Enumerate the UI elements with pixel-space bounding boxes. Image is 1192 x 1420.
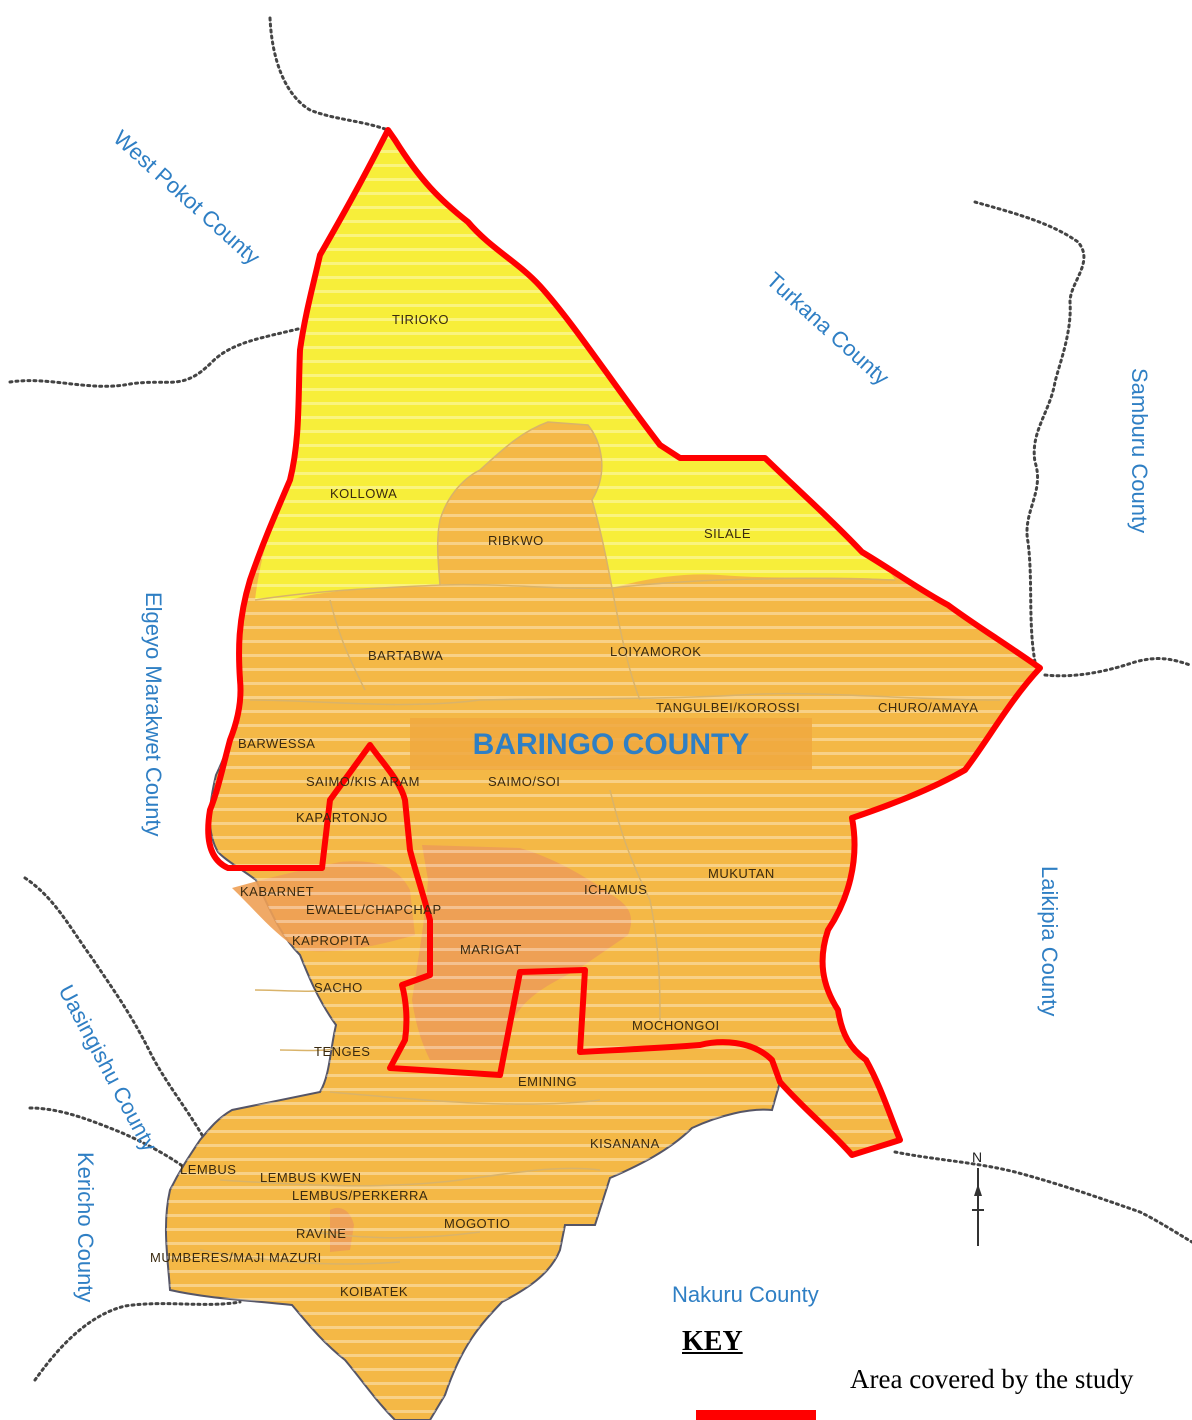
ward-label: EMINING bbox=[518, 1074, 577, 1089]
ward-label: BARTABWA bbox=[368, 648, 443, 663]
ward-label: SAIMO/KIS ARAM bbox=[306, 774, 420, 789]
key-red-line-swatch bbox=[696, 1410, 816, 1420]
ward-labels: TIRIOKO KOLLOWA RIBKWO SILALE BARTABWA L… bbox=[150, 312, 978, 1299]
ward-label: KAPARTONJO bbox=[296, 810, 388, 825]
ward-label: LOIYAMOROK bbox=[610, 644, 701, 659]
neighbor-boundaries bbox=[8, 16, 1192, 1382]
main-county-label: BARINGO COUNTY bbox=[473, 728, 750, 761]
ward-label: RIBKWO bbox=[488, 533, 544, 548]
ward-label: KOIBATEK bbox=[340, 1284, 408, 1299]
ward-label: TANGULBEI/KOROSSI bbox=[656, 700, 800, 715]
ward-boundaries bbox=[199, 421, 1001, 1265]
north-arrow-label: N bbox=[972, 1149, 982, 1165]
neighbor-label-samburu: Samburu County bbox=[1127, 368, 1152, 533]
neighbor-label-kericho: Kericho County bbox=[73, 1152, 98, 1302]
ward-label: SAIMO/SOI bbox=[488, 774, 560, 789]
ward-label: MARIGAT bbox=[460, 942, 522, 957]
ward-label: SACHO bbox=[314, 980, 363, 995]
ward-label: KOLLOWA bbox=[330, 486, 397, 501]
north-arrow-icon: N bbox=[972, 1149, 984, 1246]
ward-label: TIRIOKO bbox=[392, 312, 449, 327]
study-area-boundary bbox=[205, 127, 1043, 1158]
ward-label: RAVINE bbox=[296, 1226, 346, 1241]
ward-label: TENGES bbox=[314, 1044, 370, 1059]
ward-label: MOCHONGOI bbox=[632, 1018, 720, 1033]
key-item-label: Area covered by the study bbox=[850, 1364, 1134, 1394]
ward-label: KABARNET bbox=[240, 884, 314, 899]
ward-label: KISANANA bbox=[590, 1136, 660, 1151]
neighbor-label-turkana: Turkana County bbox=[762, 267, 894, 390]
neighbor-label-uasingishu: Uasingishu County bbox=[54, 981, 163, 1156]
ward-label: MUMBERES/MAJI MAZURI bbox=[150, 1250, 322, 1265]
neighbor-label-nakuru: Nakuru County bbox=[672, 1282, 819, 1307]
ward-label: ICHAMUS bbox=[584, 882, 647, 897]
ward-label: BARWESSA bbox=[238, 736, 315, 751]
ward-label: CHURO/AMAYA bbox=[878, 700, 978, 715]
ward-label: LEMBUS bbox=[180, 1162, 236, 1177]
ward-label: MUKUTAN bbox=[708, 866, 775, 881]
ward-label: MOGOTIO bbox=[444, 1216, 510, 1231]
neighbor-label-laikipia: Laikipia County bbox=[1037, 866, 1062, 1016]
ward-label: LEMBUS/PERKERRA bbox=[292, 1188, 428, 1203]
neighbor-label-elgeyo: Elgeyo Marakwet County bbox=[141, 592, 166, 837]
ward-label: EWALEL/CHAPCHAP bbox=[306, 902, 442, 917]
key-title: KEY bbox=[682, 1326, 743, 1357]
neighbor-label-west-pokot: West Pokot County bbox=[109, 125, 265, 269]
ward-label: LEMBUS KWEN bbox=[260, 1170, 362, 1185]
ward-label: KAPROPITA bbox=[292, 933, 370, 948]
ward-label: SILALE bbox=[704, 526, 751, 541]
main-label-background bbox=[410, 718, 812, 770]
